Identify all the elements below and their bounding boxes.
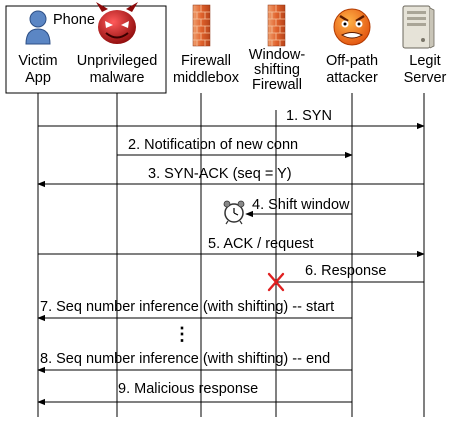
phone-box xyxy=(5,5,167,94)
actor-label-attacker-line-0: Off-path xyxy=(326,53,378,69)
actor-label-attacker-line-1: attacker xyxy=(326,70,378,86)
msg-4-label: 4. Shift window xyxy=(252,197,350,213)
actor-label-victim-line-0: Victim xyxy=(18,53,57,69)
actor-label-server-line-1: Server xyxy=(404,70,447,86)
user-icon xyxy=(25,10,51,45)
msg-3-label: 3. SYN-ACK (seq = Y) xyxy=(148,166,292,182)
drop-x-mark xyxy=(267,272,285,292)
actor-label-malware-line-1: malware xyxy=(90,70,145,86)
actor-label-victim-line-1: App xyxy=(25,70,51,86)
actor-label-wsfirewall-line-2: Firewall xyxy=(252,77,302,93)
actor-label-malware-line-0: Unprivileged xyxy=(77,53,158,69)
window-shifting-firewall-icon xyxy=(267,4,286,47)
server-icon xyxy=(402,5,435,49)
devil-icon xyxy=(96,2,138,44)
actor-label-wsfirewall-line-1: shifting xyxy=(254,62,300,78)
alarm-clock-icon xyxy=(223,200,245,225)
actor-label-firewall-line-1: middlebox xyxy=(173,70,240,86)
msg-9-label: 9. Malicious response xyxy=(118,381,258,397)
firewall-icon xyxy=(192,4,211,47)
msg-5-label: 5. ACK / request xyxy=(208,236,314,252)
msg-6-label: 6. Response xyxy=(305,263,386,279)
msg-2-label: 2. Notification of new conn xyxy=(128,137,298,153)
actor-label-server-line-0: Legit xyxy=(409,53,440,69)
continuation-dots: ⋮ xyxy=(173,324,191,344)
msg-8-label: 8. Seq number inference (with shifting) … xyxy=(40,351,330,367)
angry-face-icon xyxy=(333,8,371,46)
phone-label: Phone xyxy=(53,12,95,28)
actor-label-firewall-line-0: Firewall xyxy=(181,53,231,69)
msg-1-label: 1. SYN xyxy=(286,108,332,124)
msg-7-label: 7. Seq number inference (with shifting) … xyxy=(40,299,334,315)
actor-label-wsfirewall-line-0: Window- xyxy=(249,47,306,63)
